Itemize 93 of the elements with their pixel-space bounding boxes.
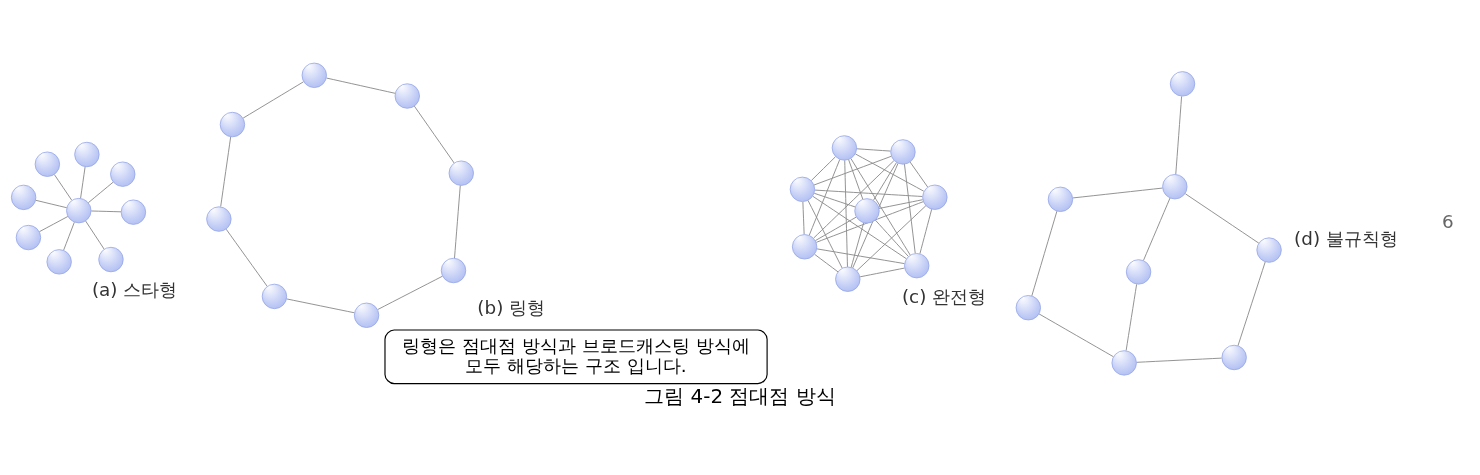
label: 링형은 점대점 방식과 브로드캐스팅 방식에 모두 해당하는 구조 입니다. [402,334,750,376]
connector [35,199,68,209]
label: (b) 링형 [477,297,546,319]
connector [1031,210,1058,297]
connector [854,153,925,192]
node-circle [1047,186,1074,212]
node-circle [1015,295,1041,321]
connector [220,136,232,208]
node-circle [791,234,818,260]
node-circle [1256,237,1282,263]
node-circle [1162,174,1188,200]
node-circle [1111,350,1137,376]
node-circle [46,249,72,275]
connector [1184,193,1260,244]
node-circle [789,176,816,202]
connector [813,160,895,239]
node-circle [110,161,136,187]
node-circle [11,184,37,211]
node-circle [922,184,948,210]
node-circle [831,135,858,161]
connector [63,221,75,251]
connector [850,222,865,268]
connector [859,267,905,278]
node-circle [1169,71,1196,97]
connector [87,181,114,204]
connector [802,201,805,235]
caption: 그림 4-2 점대점 방식 [644,384,836,408]
node-circle [448,160,474,186]
connector [919,208,933,255]
connector [850,157,911,256]
label: (a) 스타형 [91,279,178,301]
connector [454,184,461,259]
connector [225,228,268,287]
connector [242,81,305,119]
connector [1237,261,1266,347]
connector [814,216,857,242]
label: 6 [1442,211,1454,233]
node-circle [353,302,380,328]
node-circle [904,253,930,279]
connector [85,220,105,250]
connector [815,201,924,243]
connector [1175,95,1183,175]
node-circle [219,111,246,138]
connector [844,159,848,268]
connector [1038,313,1114,358]
connector [904,163,916,254]
node-circle [15,224,42,251]
connector [813,155,892,186]
node-circle [301,62,327,88]
connector [90,210,122,213]
node-circle [98,246,124,273]
connector [852,162,899,269]
connector [377,275,444,311]
node-circle [74,141,100,168]
connector [814,253,839,273]
connector [1143,197,1171,261]
connector [325,77,396,94]
node-circle [206,206,232,232]
connector [413,105,455,164]
connector [816,248,905,265]
label: (d) 불규칙형 [1294,228,1398,250]
node-circle [66,198,92,224]
connector [1072,187,1164,199]
connector [873,162,897,201]
connector [807,199,843,269]
connector [909,161,929,188]
connector [856,205,927,272]
connector [1136,357,1223,363]
node-circle [440,257,467,284]
connector [813,192,856,208]
node-circle [835,266,861,292]
connector [878,199,924,209]
node-circle [890,139,916,165]
node-circle [34,151,60,177]
connector [848,159,864,200]
connector [80,166,86,199]
connector [286,298,355,314]
connector [874,219,909,257]
connector [812,195,907,260]
node-circle [394,83,420,109]
connector [808,159,841,236]
connector [814,189,923,197]
connector [53,174,73,201]
connector [810,156,836,181]
label: (c) 완전형 [901,285,987,307]
node-circle [120,199,147,225]
node-circle [261,283,288,310]
node-circle [1125,259,1152,285]
connector [856,148,891,152]
connector [38,216,69,233]
node-circle [1221,344,1247,371]
node-circle [854,198,880,224]
connector [1125,283,1138,352]
